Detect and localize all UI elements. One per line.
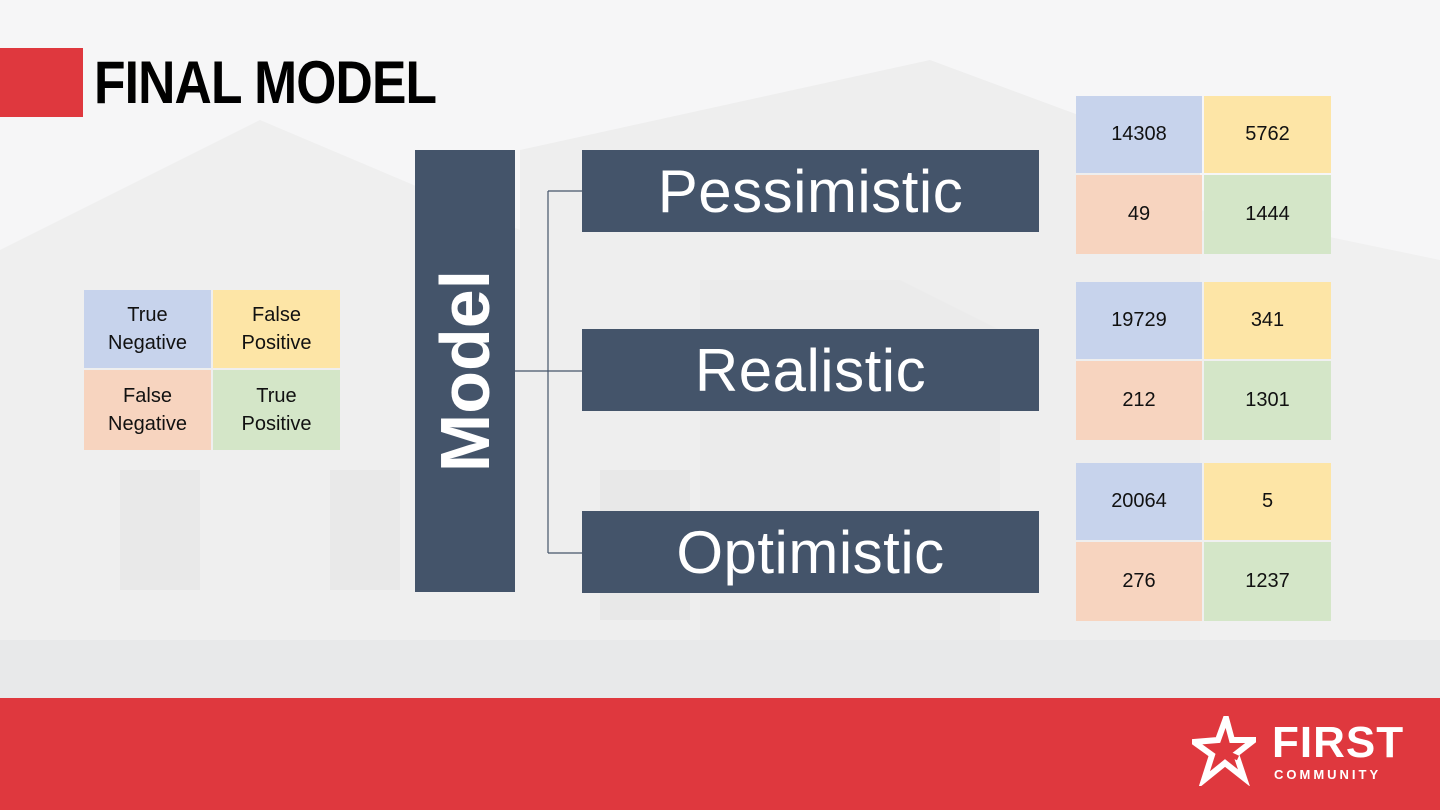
brand-name: FIRST — [1272, 718, 1405, 767]
legend-false-negative: False Negative — [84, 370, 211, 450]
confusion-matrix-legend: True Negative False Positive False Negat… — [84, 290, 340, 450]
footer-bar — [0, 698, 1440, 810]
scenario-realistic: Realistic — [582, 329, 1039, 411]
brand-subtitle: COMMUNITY — [1274, 767, 1382, 782]
realistic-false-negative: 212 — [1076, 361, 1202, 440]
legend-true-negative: True Negative — [84, 290, 211, 368]
legend-true-positive: True Positive — [213, 370, 340, 450]
star-logo-icon — [1192, 716, 1256, 786]
optimistic-false-negative: 276 — [1076, 542, 1202, 621]
optimistic-false-positive: 5 — [1204, 463, 1331, 540]
footer-grey-band — [0, 640, 1440, 698]
pessimistic-true-negative: 14308 — [1076, 96, 1202, 173]
realistic-confusion-matrix: 19729 341 212 1301 — [1076, 282, 1331, 440]
slide-title: FINAL MODEL — [94, 49, 437, 116]
optimistic-true-positive: 1237 — [1204, 542, 1331, 621]
model-block: Model — [415, 150, 515, 592]
pessimistic-false-positive: 5762 — [1204, 96, 1331, 173]
pessimistic-false-negative: 49 — [1076, 175, 1202, 254]
pessimistic-true-positive: 1444 — [1204, 175, 1331, 254]
scenario-optimistic: Optimistic — [582, 511, 1039, 593]
optimistic-true-negative: 20064 — [1076, 463, 1202, 540]
scenario-pessimistic: Pessimistic — [582, 150, 1039, 232]
realistic-true-negative: 19729 — [1076, 282, 1202, 359]
pessimistic-confusion-matrix: 14308 5762 49 1444 — [1076, 96, 1331, 254]
optimistic-confusion-matrix: 20064 5 276 1237 — [1076, 463, 1331, 621]
model-label: Model — [426, 269, 504, 473]
legend-false-positive: False Positive — [213, 290, 340, 368]
realistic-true-positive: 1301 — [1204, 361, 1331, 440]
brand-logo: FIRST COMMUNITY — [1192, 716, 1412, 788]
title-accent-block — [0, 48, 83, 117]
realistic-false-positive: 341 — [1204, 282, 1331, 359]
